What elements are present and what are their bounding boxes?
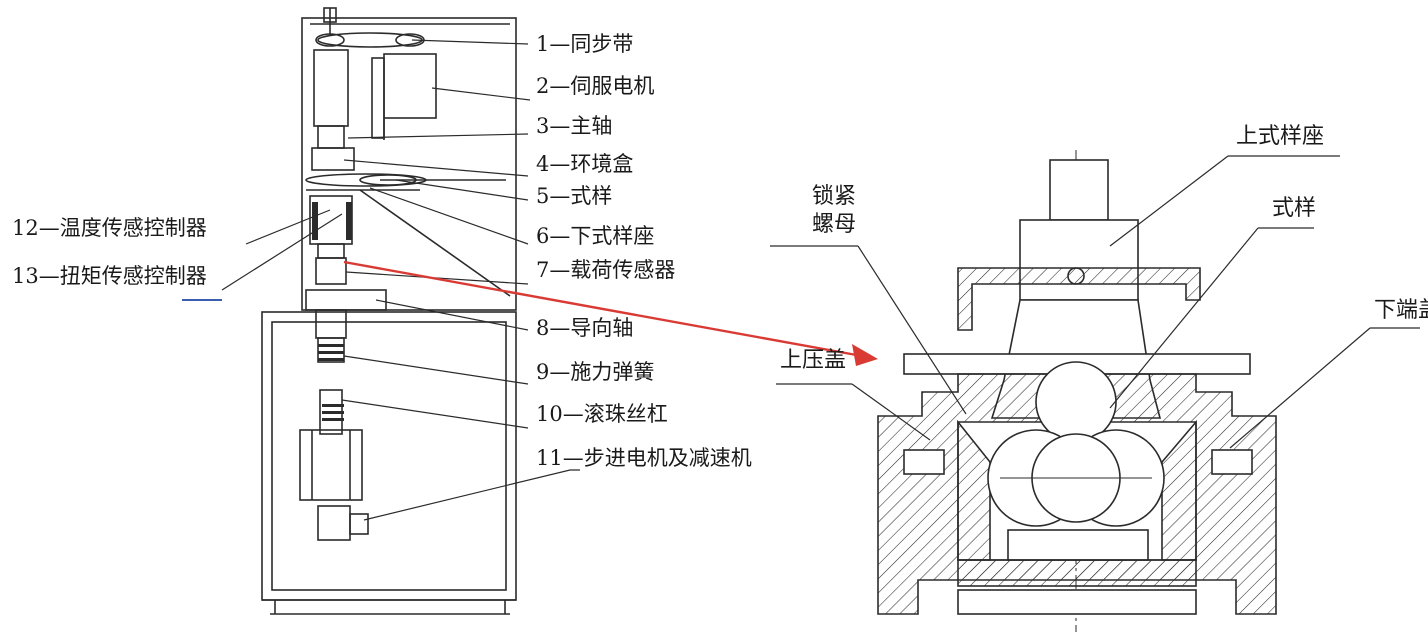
- part-label-8: 8—导向轴: [536, 318, 633, 339]
- part-label-10: 10—滚珠丝杠: [536, 404, 668, 425]
- label-lock-nut-line1: 锁紧: [812, 184, 857, 209]
- detail-leader-lines: [770, 155, 1420, 449]
- part-name: 主轴: [570, 114, 613, 138]
- label-lock-nut-line2: 螺母: [812, 212, 857, 237]
- part-label-3: 3—主轴: [536, 116, 612, 137]
- part-separator: —: [549, 184, 571, 208]
- part-separator: —: [562, 402, 584, 426]
- detail-section: [877, 150, 1277, 632]
- machine-springs: [312, 202, 352, 421]
- part-label-11: 11—步进电机及减速机: [536, 448, 752, 469]
- machine-frame: [261, 7, 517, 615]
- detail-callout-arrow: [343, 260, 878, 366]
- label-lower-cap: 下端盖: [1374, 298, 1428, 323]
- part-name: 伺服电机: [570, 74, 655, 98]
- part-separator: —: [549, 32, 571, 56]
- part-separator: —: [549, 74, 571, 98]
- label-upper-gland: 上压盖: [780, 348, 847, 373]
- label-upper-seat: 上式样座: [1236, 124, 1325, 149]
- part-name: 同步带: [570, 32, 634, 56]
- part-label-7: 7—载荷传感器: [536, 260, 675, 281]
- part-separator: —: [549, 152, 571, 176]
- part-number: 13: [12, 264, 39, 288]
- label-specimen: 式样: [1272, 196, 1317, 221]
- part-name: 温度传感控制器: [59, 216, 207, 240]
- part-number: 3: [536, 114, 550, 138]
- part-separator: —: [549, 258, 571, 282]
- part-label-1: 1—同步带: [536, 34, 633, 55]
- part-separator: —: [549, 316, 571, 340]
- part-name: 导向轴: [570, 316, 634, 340]
- part-name: 扭矩传感控制器: [59, 264, 207, 288]
- part-name: 下式样座: [570, 224, 655, 248]
- part-number: 7: [536, 258, 550, 282]
- part-number: 12: [12, 216, 39, 240]
- part-number: 2: [536, 74, 550, 98]
- part-name: 环境盒: [570, 152, 634, 176]
- part-separator: —: [549, 360, 571, 384]
- part-number: 8: [536, 316, 550, 340]
- part-number: 5: [536, 184, 550, 208]
- part-label-4: 4—环境盒: [536, 154, 633, 175]
- part-name: 载荷传感器: [570, 258, 676, 282]
- part-separator: —: [38, 264, 60, 288]
- part-number: 6: [536, 224, 550, 248]
- part-separator: —: [549, 114, 571, 138]
- part-label-13: 13—扭矩传感控制器: [12, 266, 207, 287]
- part-name: 滚珠丝杠: [583, 402, 668, 426]
- part-label-12: 12—温度传感控制器: [12, 218, 207, 239]
- part-number: 9: [536, 360, 550, 384]
- part-separator: —: [549, 224, 571, 248]
- part-separator: —: [562, 446, 584, 470]
- part-name: 步进电机及减速机: [583, 446, 752, 470]
- part-label-2: 2—伺服电机: [536, 76, 654, 97]
- machine-leader-lines: [221, 39, 580, 521]
- part-name: 施力弹簧: [570, 360, 655, 384]
- part-label-9: 9—施力弹簧: [536, 362, 654, 383]
- part-number: 10: [536, 402, 563, 426]
- part-number: 4: [536, 152, 550, 176]
- part-separator: —: [38, 216, 60, 240]
- part-number: 11: [536, 446, 563, 470]
- part-number: 1: [536, 32, 550, 56]
- part-label-5: 5—式样: [536, 186, 612, 207]
- part-name: 式样: [570, 184, 613, 208]
- part-label-6: 6—下式样座: [536, 226, 654, 247]
